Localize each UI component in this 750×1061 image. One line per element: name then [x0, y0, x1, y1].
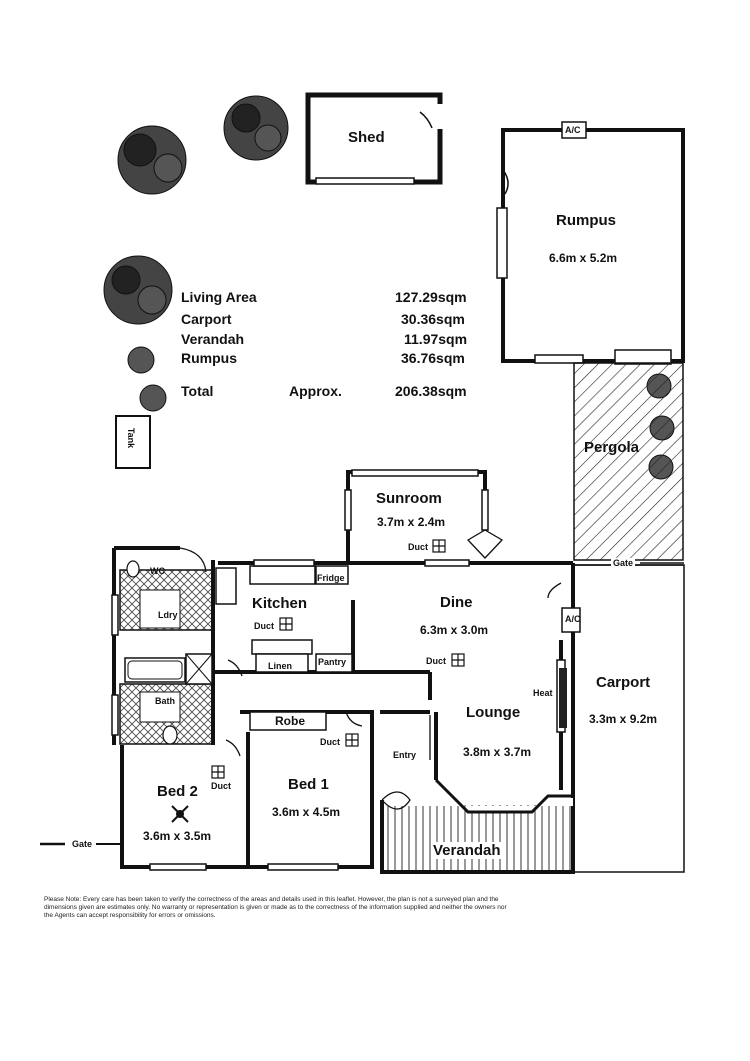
- area-value-carport: 30.36sqm: [401, 311, 465, 327]
- pantry-label: Pantry: [318, 657, 347, 667]
- heater-label: Heat: [533, 688, 553, 698]
- disclaimer-text: Please Note: Every care has been taken t…: [44, 896, 507, 919]
- area-value-living: 127.29sqm: [395, 289, 467, 305]
- area-label-carport: Carport: [181, 311, 232, 327]
- duct-label-bed2: Duct: [211, 781, 231, 791]
- ac-label: A/C: [565, 125, 581, 135]
- pergola-label: Pergola: [584, 439, 640, 456]
- bath-label: Bath: [155, 696, 175, 706]
- shed-label: Shed: [348, 129, 385, 146]
- lounge-dims: 3.8m x 3.7m: [463, 745, 532, 759]
- doors: [179, 529, 562, 810]
- duct-label-dine: Duct: [426, 656, 446, 666]
- rumpus-label: Rumpus: [556, 212, 616, 229]
- area-label-living: Living Area: [181, 289, 257, 305]
- verandah-floor: [384, 805, 571, 870]
- ceiling-fan-icon: [171, 805, 189, 823]
- carport-label: Carport: [596, 674, 651, 691]
- bed1-label: Bed 1: [288, 776, 329, 793]
- pergola-area: [573, 362, 684, 561]
- bed1-dims: 3.6m x 4.5m: [272, 805, 341, 819]
- area-value-total: 206.38sqm: [395, 383, 467, 399]
- verandah-label: Verandah: [431, 842, 503, 859]
- shed-walls: [305, 92, 443, 185]
- tank-label: Tank: [126, 427, 137, 449]
- bed2-label: Bed 2: [157, 783, 198, 800]
- kitchen-label: Kitchen: [252, 595, 308, 612]
- laundry-label: Ldry: [158, 610, 178, 620]
- wc-label: WC: [150, 566, 165, 576]
- duct-icon: [211, 539, 465, 779]
- gate-label-west: Gate: [72, 839, 93, 849]
- rumpus-walls: [496, 121, 685, 365]
- ac-label-dine: A/C: [565, 614, 581, 624]
- rumpus-dims: 6.6m x 5.2m: [549, 251, 618, 265]
- duct-label-sunroom: Duct: [408, 542, 428, 552]
- dine-label: Dine: [440, 594, 473, 611]
- gate-label-carport: Gate: [611, 558, 636, 568]
- area-qualifier-total: Approx.: [289, 383, 342, 399]
- area-label-verandah: Verandah: [181, 331, 245, 347]
- duct-label-bed1: Duct: [320, 737, 340, 747]
- area-value-rumpus: 36.76sqm: [401, 350, 465, 366]
- area-label-rumpus: Rumpus: [181, 350, 237, 366]
- linen-label: Linen: [268, 661, 292, 671]
- bed2-dims: 3.6m x 3.5m: [143, 829, 212, 843]
- entry-label: Entry: [393, 750, 417, 760]
- sunroom-dims: 3.7m x 2.4m: [377, 515, 446, 529]
- dine-dims: 6.3m x 3.0m: [420, 623, 489, 637]
- fridge-label: Fridge: [317, 573, 345, 583]
- tree-icon: [103, 95, 675, 480]
- robe-label: Robe: [275, 714, 305, 728]
- area-label-total: Total: [181, 383, 214, 399]
- duct-label-kitchen: Duct: [254, 621, 274, 631]
- carport-dims: 3.3m x 9.2m: [589, 712, 658, 726]
- lounge-label: Lounge: [466, 704, 521, 721]
- area-value-verandah: 11.97sqm: [404, 331, 468, 347]
- sunroom-label: Sunroom: [376, 490, 442, 507]
